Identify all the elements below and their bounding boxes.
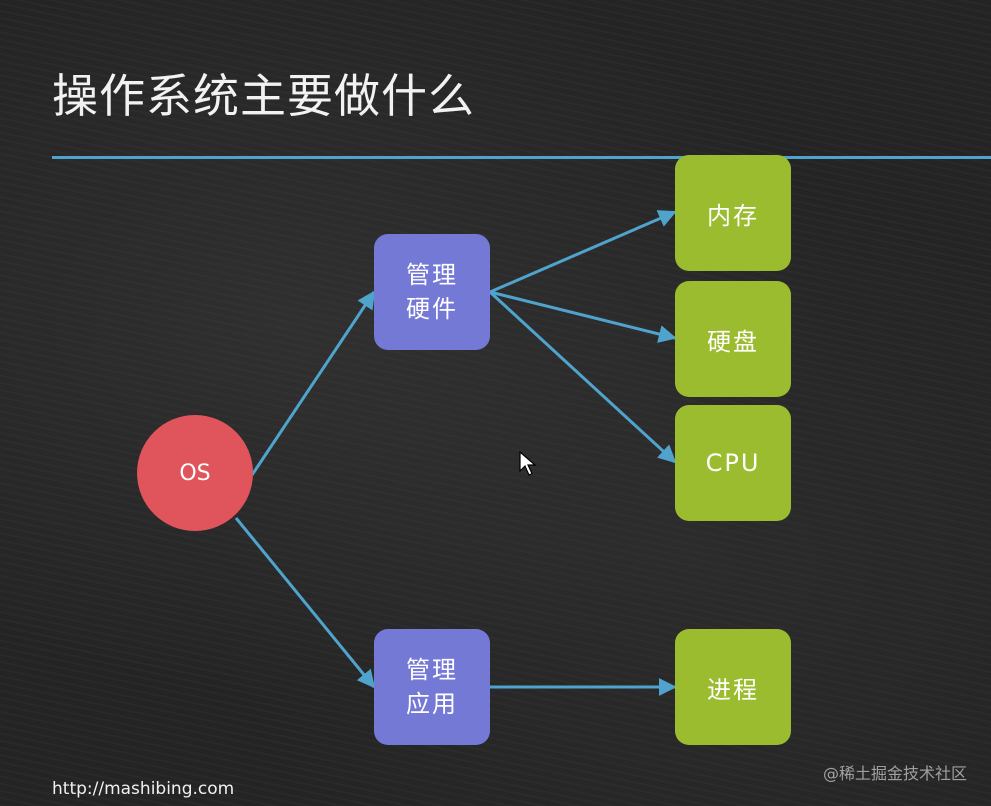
node-manage-hardware-line1: 管理 [406, 261, 458, 289]
watermark: @稀土掘金技术社区 [822, 764, 967, 783]
link-os-apps [234, 517, 376, 689]
link-os-hardware [250, 290, 376, 476]
node-os: OS [137, 415, 253, 531]
node-cpu: CPU [675, 405, 791, 521]
slide-title: 操作系统主要做什么 [52, 69, 475, 123]
node-manage-hardware-line2: 硬件 [406, 295, 458, 323]
mouse-cursor-icon [519, 451, 537, 476]
node-manage-apps-line2: 应用 [406, 690, 458, 718]
node-memory: 内存 [675, 155, 791, 271]
node-process: 进程 [675, 629, 791, 745]
footer-url: http://mashibing.com [52, 779, 235, 799]
link-hardware-cpu [488, 290, 677, 464]
title-divider [52, 156, 991, 159]
node-manage-apps-line1: 管理 [406, 656, 458, 684]
node-manage-hardware: 管理 硬件 [374, 234, 490, 350]
link-hardware-disk [489, 290, 677, 343]
node-manage-apps: 管理 应用 [374, 629, 490, 745]
link-hardware-memory [489, 210, 677, 294]
node-disk: 硬盘 [675, 281, 791, 397]
